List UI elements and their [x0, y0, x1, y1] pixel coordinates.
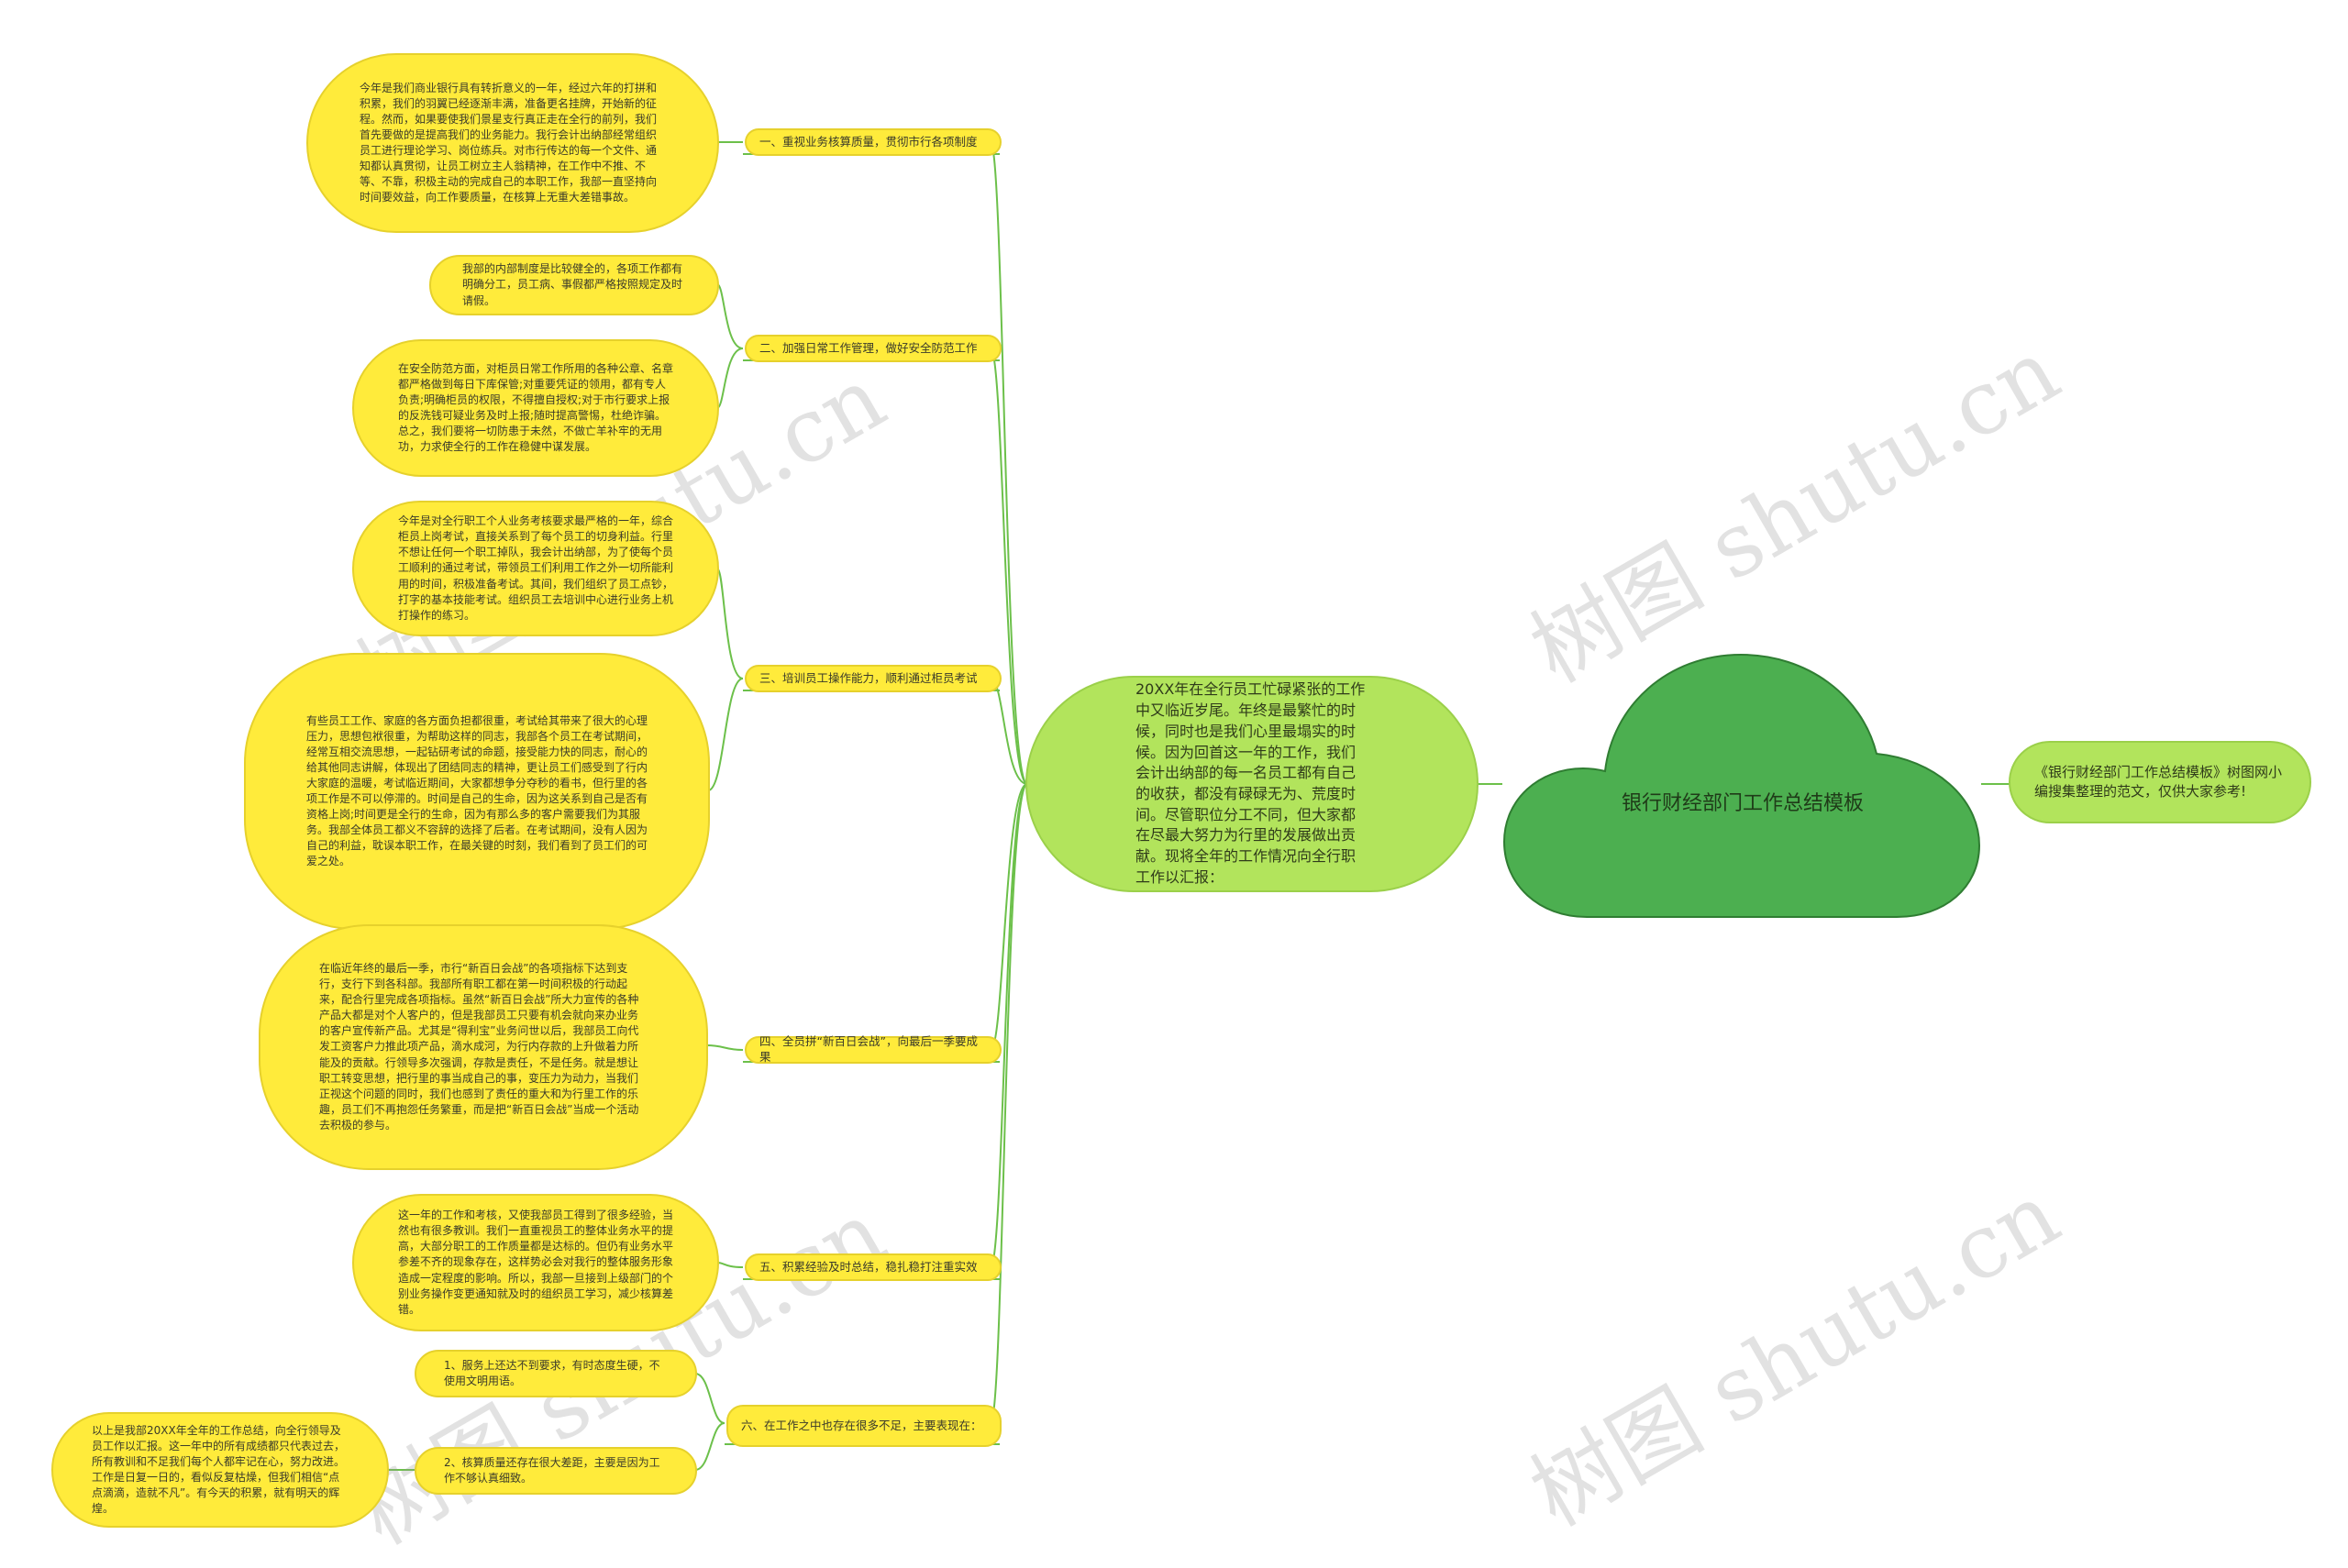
- description-node[interactable]: 《银行财经部门工作总结模板》树图网小编搜集整理的范文，仅供大家参考!: [2009, 741, 2311, 823]
- leaf-6-1[interactable]: 1、服务上还达不到要求，有时态度生硬，不使用文明用语。: [415, 1350, 697, 1397]
- summary-hub-text: 20XX年在全行员工忙碌紧张的工作中又临近岁尾。年终是最繁忙的时候，同时也是我们…: [1135, 680, 1366, 886]
- branch-4[interactable]: 四、全员拼“新百日会战”，向最后一季要成果: [745, 1034, 1002, 1064]
- branch-3-label: 三、培训员工操作能力，顺利通过柜员考试: [759, 670, 978, 685]
- edge-hub-branch-4: [990, 783, 1028, 1051]
- leaf-6-extra-text: 以上是我部20XX年全年的工作总结，向全行领导及员工作以汇报。这一年中的所有成绩…: [92, 1423, 346, 1516]
- branch-5[interactable]: 五、积累经验及时总结，稳扎稳打注重实效: [745, 1253, 1002, 1281]
- edge-hub-branch-1: [990, 141, 1028, 785]
- branch-2[interactable]: 二、加强日常工作管理，做好安全防范工作: [745, 335, 1002, 362]
- branch-5-label: 五、积累经验及时总结，稳扎稳打注重实效: [759, 1259, 978, 1274]
- edge-hub-branch-5: [990, 783, 1028, 1268]
- root-title[interactable]: 银行财经部门工作总结模板: [1621, 792, 1864, 815]
- leaf-5-1-text: 这一年的工作和考核，又使我部员工得到了很多经验，当然也有很多教训。我们一直重视员…: [398, 1209, 674, 1316]
- branch-4-label: 四、全员拼“新百日会战”，向最后一季要成果: [759, 1034, 978, 1064]
- leaf-2-1-text: 我部的内部制度是比较健全的，各项工作都有明确分工，员工病、事假都严格按照规定及时…: [462, 262, 683, 307]
- leaf-1-1-text: 今年是我们商业银行具有转折意义的一年，经过六年的打拼和积累，我们的羽翼已经逐渐丰…: [360, 81, 658, 204]
- leaf-2-1[interactable]: 我部的内部制度是比较健全的，各项工作都有明确分工，员工病、事假都严格按照规定及时…: [429, 255, 719, 315]
- summary-hub-node[interactable]: 20XX年在全行员工忙碌紧张的工作中又临近岁尾。年终是最繁忙的时候，同时也是我们…: [1025, 676, 1479, 892]
- leaf-6-1-text: 1、服务上还达不到要求，有时态度生硬，不使用文明用语。: [444, 1358, 660, 1387]
- root-cloud-shape: [1502, 653, 1981, 918]
- leaf-6-2-text: 2、核算质量还存在很大差距，主要是因为工作不够认真细致。: [444, 1455, 660, 1485]
- edge-hub-branch-2: [990, 348, 1028, 785]
- leaf-2-2[interactable]: 在安全防范方面，对柜员日常工作所用的各种公章、名章都严格做到每日下库保管;对重要…: [352, 339, 719, 477]
- leaf-6-extra[interactable]: 以上是我部20XX年全年的工作总结，向全行领导及员工作以汇报。这一年中的所有成绩…: [51, 1412, 389, 1528]
- leaf-3-1[interactable]: 今年是对全行职工个人业务考核要求最严格的一年，综合柜员上岗考试，直接关系到了每个…: [352, 501, 719, 636]
- leaf-3-1-text: 今年是对全行职工个人业务考核要求最严格的一年，综合柜员上岗考试，直接关系到了每个…: [398, 514, 674, 622]
- branch-1-label: 一、重视业务核算质量，贯彻市行各项制度: [759, 134, 978, 149]
- description-text: 《银行财经部门工作总结模板》树图网小编搜集整理的范文，仅供大家参考!: [2034, 763, 2283, 800]
- leaf-2-2-text: 在安全防范方面，对柜员日常工作所用的各种公章、名章都严格做到每日下库保管;对重要…: [398, 361, 674, 454]
- leaf-6-2[interactable]: 2、核算质量还存在很大差距，主要是因为工作不够认真细致。: [415, 1447, 697, 1495]
- edge-hub-branch-6: [990, 783, 1028, 1424]
- branch-3[interactable]: 三、培训员工操作能力，顺利通过柜员考试: [745, 665, 1002, 692]
- leaf-3-2[interactable]: 有些员工工作、家庭的各方面负担都很重，考试给其带来了很大的心理压力，思想包袱很重…: [244, 653, 710, 930]
- leaf-5-1[interactable]: 这一年的工作和考核，又使我部员工得到了很多经验，当然也有很多教训。我们一直重视员…: [352, 1194, 719, 1331]
- leaf-1-1[interactable]: 今年是我们商业银行具有转折意义的一年，经过六年的打拼和积累，我们的羽翼已经逐渐丰…: [306, 53, 719, 233]
- branch-1[interactable]: 一、重视业务核算质量，贯彻市行各项制度: [745, 128, 1002, 156]
- leaf-4-1[interactable]: 在临近年终的最后一季，市行“新百日会战”的各项指标下达到支行，支行下到各科部。我…: [259, 924, 708, 1170]
- leaf-3-2-text: 有些员工工作、家庭的各方面负担都很重，考试给其带来了很大的心理压力，思想包袱很重…: [306, 713, 648, 868]
- leaf-4-1-text: 在临近年终的最后一季，市行“新百日会战”的各项指标下达到支行，支行下到各科部。我…: [319, 962, 639, 1132]
- branch-2-label: 二、加强日常工作管理，做好安全防范工作: [759, 340, 978, 355]
- branch-6[interactable]: 六、在工作之中也存在很多不足，主要表现在：: [726, 1405, 1002, 1447]
- branch-6-label: 六、在工作之中也存在很多不足，主要表现在：: [741, 1418, 982, 1432]
